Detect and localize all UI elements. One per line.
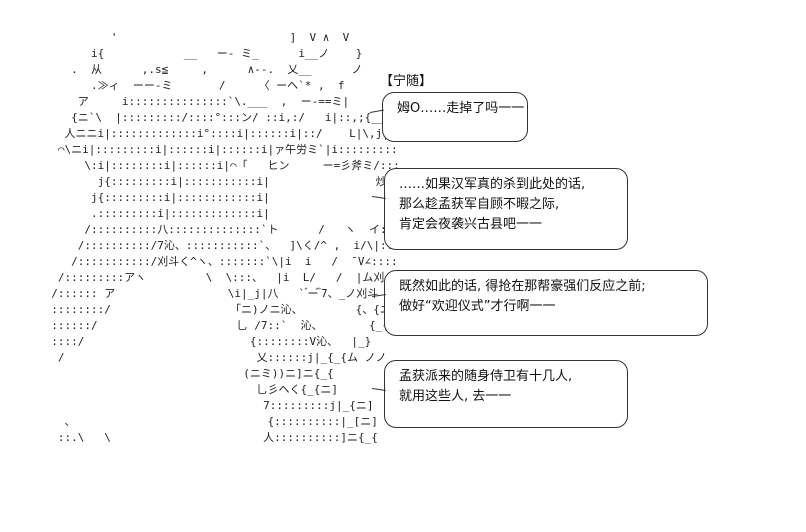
speech-bubble-3: 既然如此的话, 得抢在那帮豪强们反应之前; 做好“欢迎仪式”才行啊一一 bbox=[384, 270, 708, 336]
speech-bubble-1: 姆O……走掉了吗一一 bbox=[382, 92, 528, 142]
bubble-line: 孟获派来的随身侍卫有十几人, bbox=[399, 369, 573, 384]
speech-bubble-2: ……如果汉军真的杀到此处的话, 那么趁孟获军自顾不暇之际, 肯定会夜袭兴古县吧一… bbox=[384, 168, 628, 250]
bubble-line: 肯定会夜袭兴古县吧一一 bbox=[399, 217, 543, 232]
bubble-line: 做好“欢迎仪式”才行啊一一 bbox=[399, 299, 556, 314]
speech-bubble-4: 孟获派来的随身侍卫有十几人, 就用这些人, 去一一 bbox=[384, 360, 628, 428]
bubble-line: 既然如此的话, 得抢在那帮豪强们反应之前; bbox=[399, 279, 646, 294]
speaker-name-tag: 【宁随】 bbox=[380, 74, 433, 89]
bubble-line: 姆O……走掉了吗一一 bbox=[397, 101, 525, 116]
bubble-line: ……如果汉军真的杀到此处的话, bbox=[399, 177, 586, 192]
bubble-line: 那么趁孟获军自顾不暇之际, bbox=[399, 197, 560, 212]
bubble-line: 就用这些人, 去一一 bbox=[399, 389, 512, 404]
ascii-art-figure: ' ] V ∧ V i{ __ ー- ミ_ i__ノ } . 从 ,.s≦ , … bbox=[51, 31, 398, 444]
